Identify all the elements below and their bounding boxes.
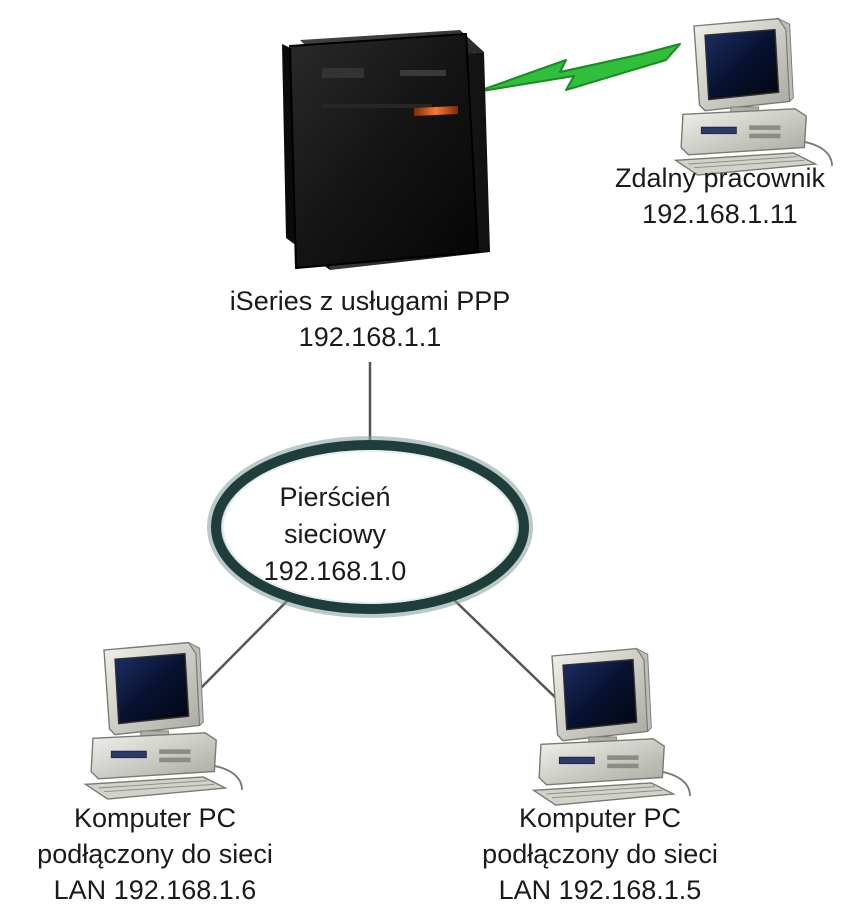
remote-worker-pc-icon [674, 17, 833, 176]
lan-pc-right-line1: Komputer PC [518, 803, 682, 833]
remote-worker-label: Zdalny pracownik 192.168.1.11 [580, 160, 853, 232]
lan-pc-left-icon [84, 641, 243, 800]
lan-pc-left-line2: podłączony do sieci [37, 839, 273, 869]
server-ip: 192.168.1.1 [298, 322, 442, 352]
ring-to-left-pc-cable [191, 596, 292, 698]
token-ring-icon [207, 436, 533, 618]
ring-line1: Pierścień [279, 482, 391, 512]
lan-pc-left-line3: LAN 192.168.1.6 [53, 875, 257, 905]
lan-pc-right-line3: LAN 192.168.1.5 [498, 875, 702, 905]
iseries-server-icon [282, 30, 490, 270]
server-label: iSeries z usługami PPP 192.168.1.1 [150, 283, 590, 355]
lan-pc-right-line2: podłączony do sieci [482, 839, 718, 869]
remote-worker-name: Zdalny pracownik [614, 163, 826, 193]
lan-pc-left-label: Komputer PC podłączony do sieci LAN 192.… [0, 800, 310, 908]
ring-line2: sieciowy [283, 519, 387, 549]
lan-pc-right-icon [532, 647, 691, 806]
ring-ip: 192.168.1.0 [263, 556, 407, 586]
ring-to-right-pc-cable [450, 596, 559, 701]
remote-worker-ip: 192.168.1.11 [642, 199, 798, 229]
lan-pc-left-line1: Komputer PC [73, 803, 237, 833]
ring-label: Pierścień sieciowy 192.168.1.0 [220, 479, 450, 590]
lan-pc-right-label: Komputer PC podłączony do sieci LAN 192.… [450, 800, 750, 908]
wan-link-lightning [475, 43, 681, 93]
server-name: iSeries z usługami PPP [229, 286, 511, 316]
